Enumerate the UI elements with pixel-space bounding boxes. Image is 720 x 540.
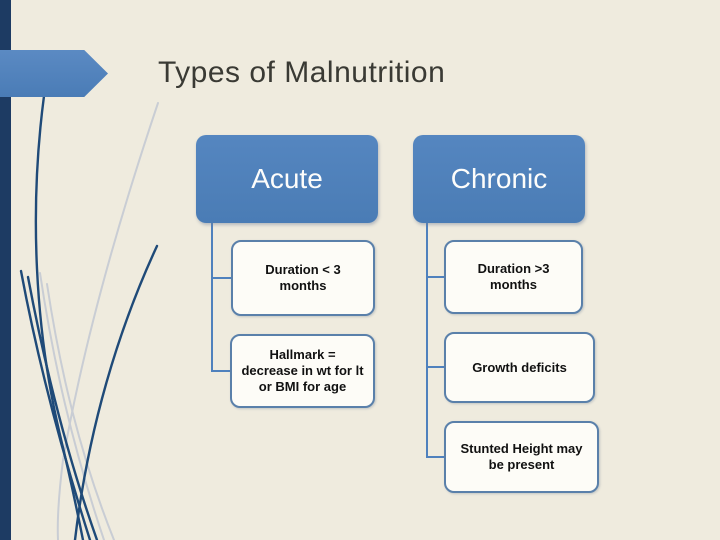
page-title: Types of Malnutrition [158,56,446,89]
diagram-node-acute-duration[interactable]: Duration < 3 months [231,240,375,316]
arrow-marker-icon [0,50,108,97]
diagram-root-chronic[interactable]: Chronic [413,135,585,223]
diagram-node-chronic-growth[interactable]: Growth deficits [444,332,595,403]
diagram-root-acute[interactable]: Acute [196,135,378,223]
diagram-node-acute-hallmark[interactable]: Hallmark = decrease in wt for lt or BMI … [230,334,375,408]
diagram-node-chronic-stunted[interactable]: Stunted Height may be present [444,421,599,493]
left-accent-bar [0,0,11,540]
diagram-node-chronic-duration[interactable]: Duration >3 months [444,240,583,314]
